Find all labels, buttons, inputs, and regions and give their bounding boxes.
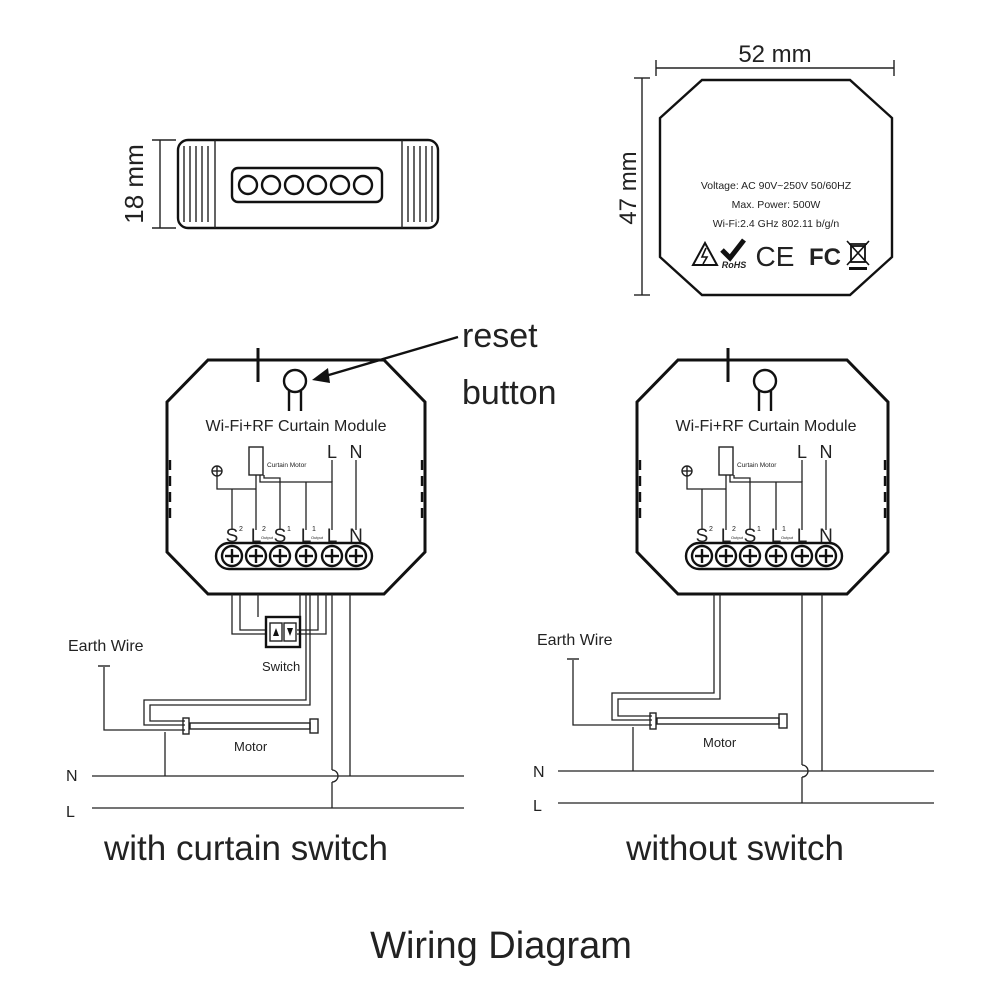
- front-view: 52 mm 47 mm Voltage: AC 90V~250V 50/60HZ…: [615, 41, 895, 297]
- svg-text:L: L: [327, 526, 338, 547]
- side-ribs-left: [183, 146, 209, 222]
- module-left: Wi-Fi+RF Curtain Module L N Curtain Moto…: [165, 348, 427, 596]
- side-terminal-holes: [237, 174, 374, 196]
- switch-down-arrow-icon: [287, 628, 293, 636]
- switch-box[interactable]: [264, 615, 302, 649]
- front-body: [658, 78, 894, 297]
- module-L-label-left: L: [327, 442, 337, 462]
- svg-text:S: S: [274, 526, 287, 547]
- side-height-label: 18 mm: [119, 144, 149, 223]
- reset-label-line1: reset: [462, 317, 538, 355]
- module-N-label-right: N: [820, 442, 833, 462]
- diagram-title: Wiring Diagram: [370, 925, 632, 967]
- module-N-label-left: N: [350, 442, 363, 462]
- module-title-right: Wi-Fi+RF Curtain Module: [676, 418, 857, 435]
- side-ribs-right: [407, 146, 433, 222]
- svg-text:N: N: [819, 526, 833, 547]
- n-label-right: N: [533, 764, 545, 781]
- side-terminal-block: [230, 166, 384, 204]
- side-view: 18 mm: [119, 138, 440, 230]
- motor-tube-right: [649, 712, 788, 730]
- switch-label: Switch: [262, 659, 300, 674]
- module-L-label-right: L: [797, 442, 807, 462]
- svg-text:Output: Output: [731, 535, 744, 540]
- earth-wire-label-right: Earth Wire: [537, 632, 613, 649]
- svg-text:2: 2: [262, 526, 266, 533]
- front-height-label: 47 mm: [615, 151, 642, 224]
- rohs-icon: RoHS: [720, 238, 747, 270]
- earth-wire-label-left: Earth Wire: [68, 638, 144, 655]
- right-side-notches: [638, 460, 887, 518]
- svg-text:1: 1: [782, 526, 786, 533]
- svg-text:L: L: [797, 526, 808, 547]
- reset-label-line2: button: [462, 374, 557, 412]
- curtain-motor-box-right: [718, 446, 734, 476]
- terminal-block-right: [684, 541, 844, 571]
- max-power-spec: Max. Power: 500W: [732, 199, 821, 211]
- svg-text:Output: Output: [261, 535, 274, 540]
- reset-button-left: [282, 368, 308, 411]
- reset-button-right: [752, 368, 778, 411]
- svg-text:S: S: [744, 526, 757, 547]
- motor-label-left: Motor: [234, 739, 268, 754]
- front-width-label: 52 mm: [738, 41, 811, 68]
- svg-text:1: 1: [312, 526, 316, 533]
- caption-right: without switch: [625, 829, 844, 868]
- svg-text:L: L: [721, 526, 732, 547]
- reset-arrow-head: [312, 368, 330, 383]
- reset-callout: reset button: [312, 317, 557, 412]
- voltage-spec: Voltage: AC 90V~250V 50/60HZ: [701, 180, 852, 192]
- svg-text:2: 2: [732, 526, 736, 533]
- curtain-motor-box-left: [248, 446, 264, 476]
- module-internal-wires-right: [701, 460, 827, 530]
- switch-up-arrow-icon: [273, 628, 279, 636]
- ce-icon: CE: [756, 241, 795, 272]
- wifi-spec: Wi-Fi:2.4 GHz 802.11 b/g/n: [713, 218, 840, 230]
- left-external-wiring: [103, 594, 351, 808]
- svg-text:Output: Output: [781, 535, 794, 540]
- weee-icon: [846, 240, 870, 270]
- caption-left: with curtain switch: [103, 829, 388, 868]
- terminal-labels-right: S 2 L 2 Output S 1 L 1 Output L N: [696, 526, 833, 547]
- svg-text:N: N: [349, 526, 363, 547]
- l-label-right: L: [533, 798, 542, 815]
- svg-text:2: 2: [239, 526, 243, 533]
- curtain-motor-label-right: Curtain Motor: [737, 462, 777, 469]
- curtain-motor-label-left: Curtain Motor: [267, 462, 307, 469]
- l-label-left: L: [66, 804, 75, 821]
- motor-label-right: Motor: [703, 735, 737, 750]
- fcc-icon: FC: [809, 244, 841, 271]
- svg-text:L: L: [301, 526, 312, 547]
- terminal-labels-left: S 2 L 2 Output S 1 L 1 Output L N: [226, 526, 363, 547]
- svg-text:Output: Output: [311, 535, 324, 540]
- n-label-left: N: [66, 768, 78, 785]
- module-right: Wi-Fi+RF Curtain Module L N Curtain Moto…: [635, 348, 890, 596]
- svg-text:1: 1: [757, 526, 761, 533]
- svg-text:1: 1: [287, 526, 291, 533]
- warning-icon: [691, 240, 719, 266]
- svg-text:L: L: [251, 526, 262, 547]
- terminal-block-left: [214, 541, 374, 571]
- svg-text:2: 2: [709, 526, 713, 533]
- module-title-left: Wi-Fi+RF Curtain Module: [206, 418, 387, 435]
- right-external-wiring: [572, 594, 823, 803]
- svg-text:RoHS: RoHS: [722, 260, 747, 270]
- earth-icon-right: [681, 465, 726, 490]
- left-side-notches: [168, 460, 424, 518]
- module-internal-wires-left: [231, 460, 357, 530]
- earth-icon-left: [211, 465, 256, 490]
- motor-tube-left: [182, 717, 319, 735]
- svg-text:S: S: [696, 526, 709, 547]
- svg-text:L: L: [771, 526, 782, 547]
- svg-text:S: S: [226, 526, 239, 547]
